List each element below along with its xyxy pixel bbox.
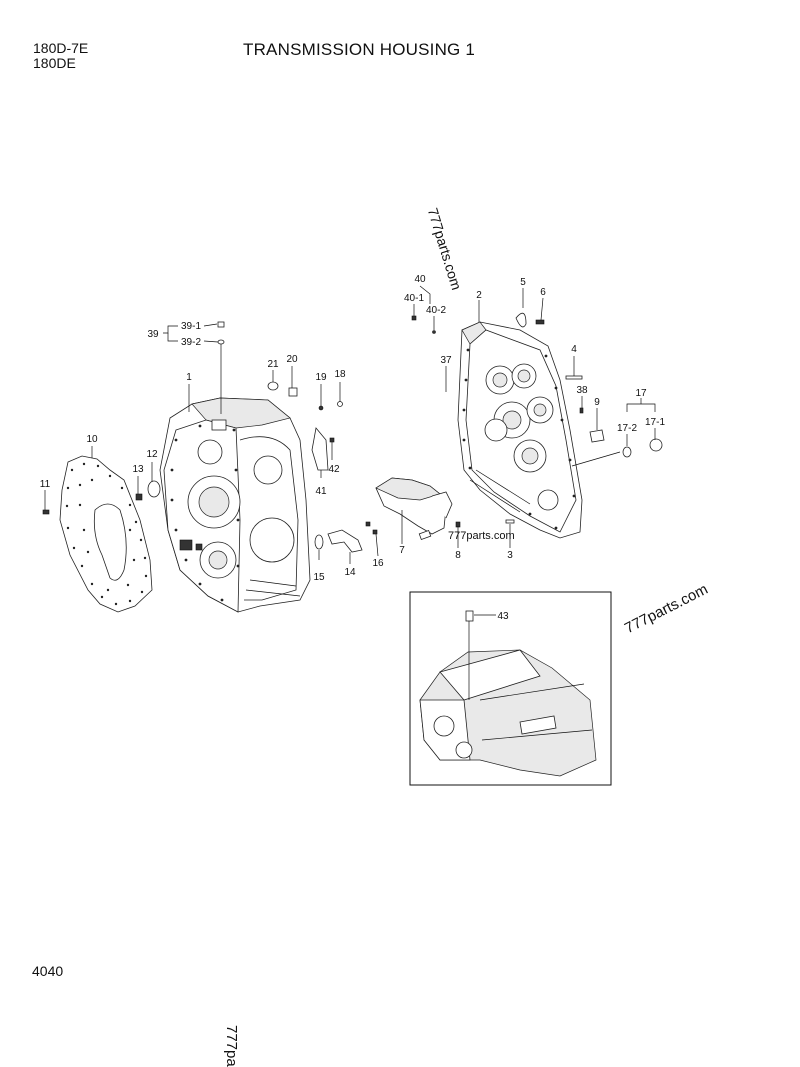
callout-17-1: 17-1 xyxy=(645,417,665,428)
leader-lines xyxy=(44,285,656,616)
callout-40-2: 40-2 xyxy=(426,305,446,316)
callout-17-2: 17-2 xyxy=(617,423,637,434)
callout-13: 13 xyxy=(132,464,144,475)
callout-5: 5 xyxy=(520,277,526,288)
callout-1: 1 xyxy=(186,372,192,383)
callout-11: 11 xyxy=(40,479,51,490)
callout-17: 17 xyxy=(635,388,647,399)
callout-40: 40 xyxy=(414,274,426,285)
page-title: TRANSMISSION HOUSING 1 xyxy=(243,40,476,59)
gasket-part-10 xyxy=(59,455,153,613)
callout-41: 41 xyxy=(315,486,327,497)
callout-19: 19 xyxy=(315,372,327,383)
callout-2: 2 xyxy=(476,290,482,301)
callout-3: 3 xyxy=(507,550,513,561)
transmission-housing-part-1 xyxy=(159,397,311,613)
callout-labels: 1 2 3 4 5 6 7 8 9 10 11 12 13 14 15 16 1… xyxy=(40,274,666,622)
small-parts xyxy=(42,312,663,553)
watermark-text: 777pa xyxy=(223,1025,240,1067)
inset-detail-box xyxy=(409,591,612,786)
callout-4: 4 xyxy=(571,344,577,355)
callout-12: 12 xyxy=(146,449,158,460)
oil-trough-part-7 xyxy=(375,477,453,541)
callout-10: 10 xyxy=(86,434,98,445)
callout-38: 38 xyxy=(576,385,588,396)
callout-6: 6 xyxy=(540,287,546,298)
callout-18: 18 xyxy=(334,369,346,380)
callout-39-2: 39-2 xyxy=(181,337,201,348)
callout-42: 42 xyxy=(328,464,340,475)
callout-39-1: 39-1 xyxy=(181,321,201,332)
callout-16: 16 xyxy=(372,558,384,569)
callout-20: 20 xyxy=(286,354,298,365)
model-code-secondary: 180DE xyxy=(33,55,76,71)
model-code-primary: 180D-7E xyxy=(33,40,89,56)
callout-9: 9 xyxy=(594,397,600,408)
callout-15: 15 xyxy=(313,572,325,583)
callout-14: 14 xyxy=(344,567,356,578)
callout-43: 43 xyxy=(497,611,509,622)
watermark-text: 777parts.com xyxy=(448,530,515,542)
callout-21: 21 xyxy=(267,359,279,370)
transmission-housing-part-2 xyxy=(457,321,583,539)
callout-7: 7 xyxy=(399,545,405,556)
callout-40-1: 40-1 xyxy=(404,293,424,304)
page-number: 4040 xyxy=(32,963,64,979)
callout-8: 8 xyxy=(455,550,461,561)
callout-39: 39 xyxy=(147,329,159,340)
callout-37: 37 xyxy=(440,355,452,366)
